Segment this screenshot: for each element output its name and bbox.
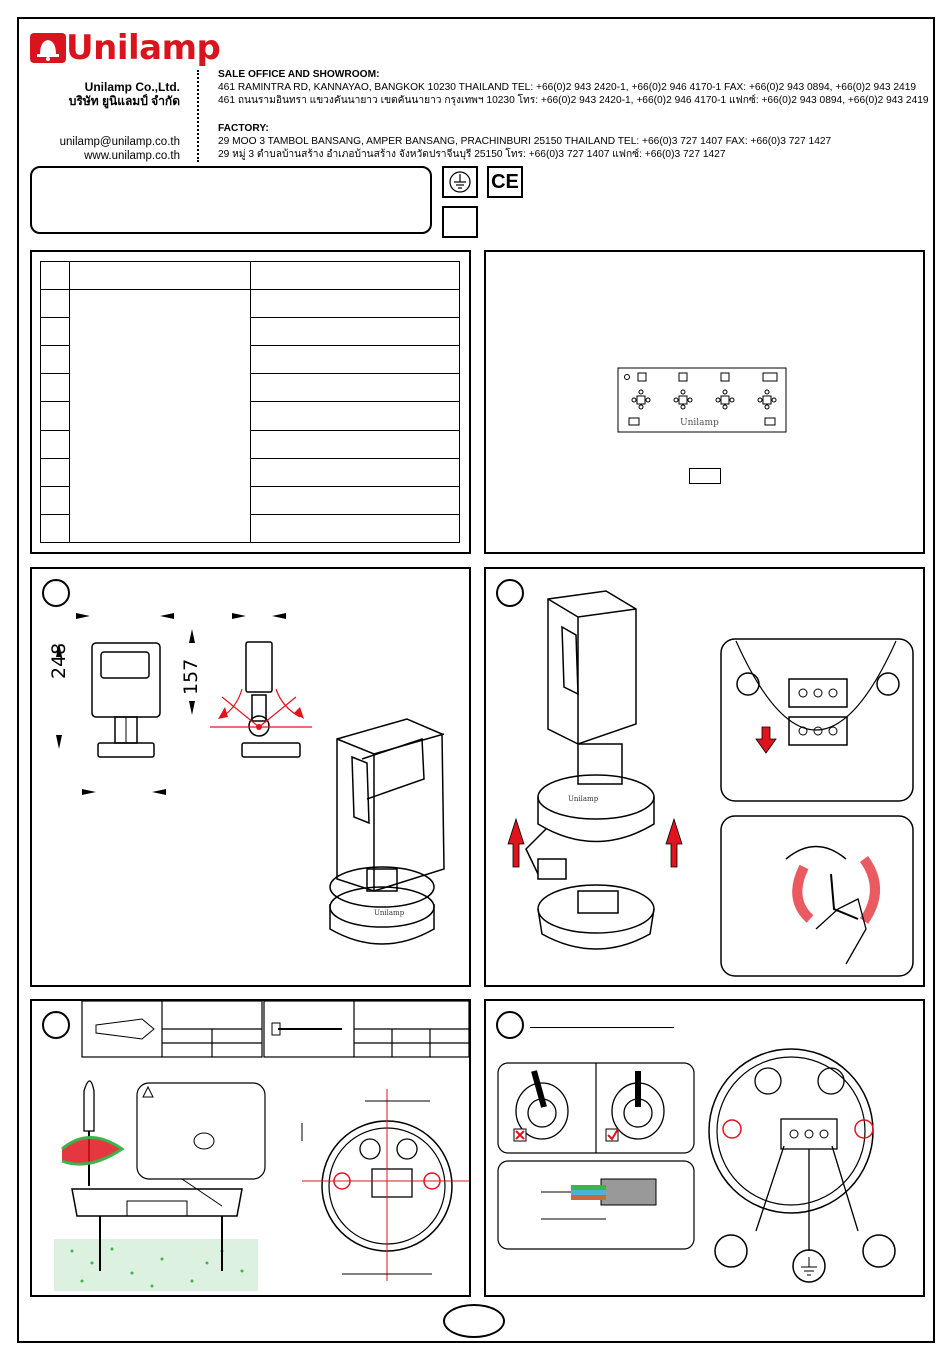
company-name-en: Unilamp Co.,Ltd.: [84, 80, 180, 94]
product-name-box: [30, 166, 432, 234]
svg-text:Unilamp: Unilamp: [568, 795, 599, 803]
spec-table: [40, 261, 460, 544]
installation-drawing: [54, 1001, 469, 1291]
factory-office: FACTORY: 29 MOO 3 TAMBOL BANSANG, AMPER …: [218, 122, 831, 161]
factory-address-th: 29 หมู่ 3 ตำบลบ้านสร้าง อำเภอบ้านสร้าง จ…: [218, 149, 726, 160]
board-label-box: [689, 468, 721, 484]
bell-logo-icon: [30, 33, 66, 63]
step-number-4: [496, 1011, 524, 1039]
sales-address-th: 461 ถนนรามอินทรา แขวงคันนายาว เขตคันนายา…: [218, 95, 929, 106]
ce-mark: CE: [487, 166, 523, 198]
sales-office: SALE OFFICE AND SHOWROOM: 461 RAMINTRA R…: [218, 68, 929, 107]
factory-address-en: 29 MOO 3 TAMBOL BANSANG, AMPER BANSANG, …: [218, 136, 832, 147]
installation-panel: [30, 999, 471, 1297]
opening-panel: Unilamp: [484, 567, 925, 987]
blank-symbol-box: [442, 206, 478, 238]
step-number-2: [496, 579, 524, 607]
company-email: unilamp@unilamp.co.th: [59, 136, 180, 148]
wiring-drawing: [497, 1048, 896, 1283]
company-name-th: บริษัท ยูนิแลมป์ จำกัด: [68, 94, 180, 108]
led-board-diagram: [617, 367, 787, 433]
contact-block: unilamp@unilamp.co.th www.unilamp.co.th: [30, 135, 180, 163]
page-frame: [17, 17, 935, 1343]
height-dimension: 248: [48, 642, 70, 679]
company-website: www.unilamp.co.th: [84, 150, 180, 162]
sales-title: SALE OFFICE AND SHOWROOM:: [218, 69, 380, 80]
led-board-panel: Unilamp: [484, 250, 925, 554]
board-label: Unilamp: [680, 418, 719, 428]
spec-panel: [30, 250, 471, 554]
factory-title: FACTORY:: [218, 123, 269, 134]
header-divider: [197, 70, 199, 162]
height2-dimension: 157: [180, 658, 202, 695]
sales-address-en: 461 RAMINTRA RD, KANNAYAO, BANGKOK 10230…: [218, 82, 917, 93]
company-block: Unilamp Co.,Ltd. บริษัท ยูนิแลมป์ จำกัด: [30, 80, 180, 108]
dimension-drawing: Unilamp: [56, 613, 445, 945]
step-number-3: [42, 1011, 70, 1039]
brand-logo: Unilamp: [30, 28, 221, 68]
earth-symbol-box: [442, 166, 478, 198]
earth-icon: [449, 171, 471, 193]
opening-drawing: Unilamp: [507, 590, 914, 977]
dimension-panel: Unilamp 248 157: [30, 567, 471, 987]
brand-name: Unilamp: [66, 28, 221, 68]
wiring-title-line: [530, 1027, 674, 1028]
page-number-oval: [443, 1304, 505, 1338]
wiring-panel: [484, 999, 925, 1297]
step-number-1: [42, 579, 70, 607]
svg-text:Unilamp: Unilamp: [374, 909, 405, 917]
